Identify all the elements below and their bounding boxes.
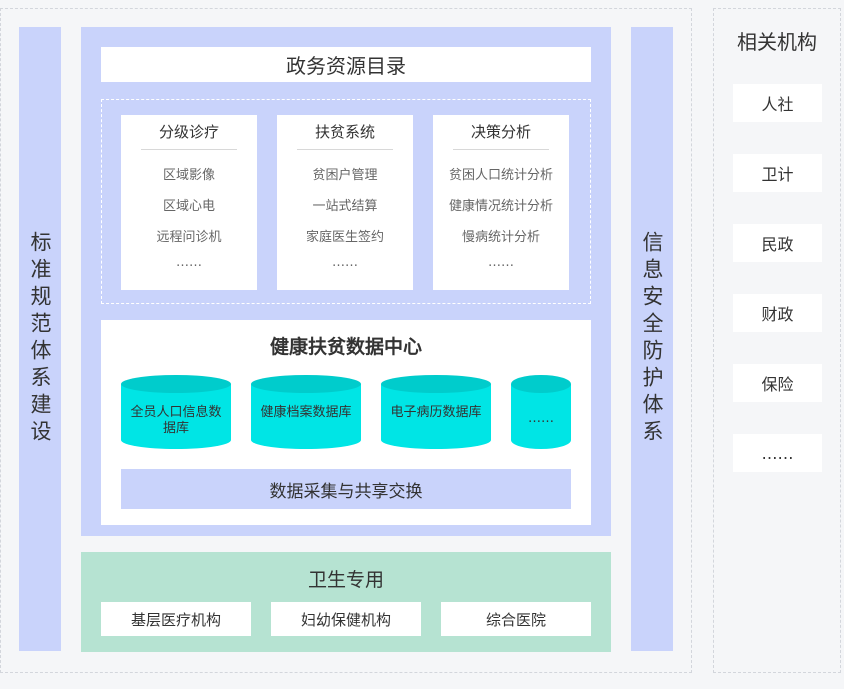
system-item: 区域心电 <box>162 199 215 214</box>
system-item: 家庭医生签约 <box>305 230 384 245</box>
system-title: 扶贫系统 <box>314 123 375 141</box>
divider <box>141 149 237 150</box>
divider <box>453 149 549 150</box>
cylinder-top <box>121 375 231 393</box>
systems-frame <box>101 99 591 304</box>
standards-bar: 标准规范体系建设 <box>19 27 61 651</box>
agencies-title: 相关机构 <box>737 30 817 54</box>
system-card: 扶贫系统 贫困户管理 一站式结算 家庭医生签约 …… <box>277 115 413 290</box>
security-bar: 信息安全防护体系 <box>631 27 673 651</box>
agency-item: 民政 <box>733 224 822 262</box>
system-item: 慢病统计分析 <box>461 230 540 245</box>
database-cylinder: 全员人口信息数据库 <box>121 375 231 449</box>
database-label: 全员人口信息数据库 <box>130 405 222 436</box>
system-card: 分级诊疗 区域影像 区域心电 远程问诊机 …… <box>121 115 257 290</box>
catalog-title: 政务资源目录 <box>101 47 591 82</box>
database-label: 电子病历数据库 <box>390 405 482 420</box>
security-label: 信息安全防护体系 <box>640 231 664 447</box>
system-item: 区域影像 <box>162 168 215 183</box>
cylinder-top <box>511 375 571 393</box>
standards-label: 标准规范体系建设 <box>28 231 52 447</box>
health-item: 妇幼保健机构 <box>271 602 421 636</box>
agency-item: …… <box>733 434 822 472</box>
database-label: 健康档案数据库 <box>260 405 352 420</box>
health-item: 基层医疗机构 <box>101 602 251 636</box>
database-cylinder: …… <box>511 375 571 449</box>
cylinder-body <box>511 384 571 440</box>
cylinder-body <box>381 384 491 440</box>
data-exchange: 数据采集与共享交换 <box>121 469 571 509</box>
cylinder-top <box>381 375 491 393</box>
system-title: 决策分析 <box>470 123 531 141</box>
database-label: …… <box>528 411 554 426</box>
cylinder-body <box>251 384 361 440</box>
database-cylinder: 电子病历数据库 <box>381 375 491 449</box>
system-title: 分级诊疗 <box>158 123 219 141</box>
agency-item: 卫计 <box>733 154 822 192</box>
system-card: 决策分析 贫困人口统计分析 健康情况统计分析 慢病统计分析 …… <box>433 115 569 290</box>
cylinder-body <box>121 384 231 440</box>
data-center-title: 健康扶贫数据中心 <box>269 336 422 358</box>
system-item: 贫困户管理 <box>312 168 378 183</box>
health-item: 综合医院 <box>441 602 591 636</box>
agency-item: 人社 <box>733 84 822 122</box>
health-title: 卫生专用 <box>307 569 384 591</box>
agency-item: 保险 <box>733 364 822 402</box>
database-cylinder: 健康档案数据库 <box>251 375 361 449</box>
system-item: 贫困人口统计分析 <box>448 168 553 183</box>
agency-item: 财政 <box>733 294 822 332</box>
main-frame <box>0 8 692 673</box>
agencies-frame <box>713 8 841 673</box>
system-item: 健康情况统计分析 <box>448 199 553 214</box>
system-item: 远程问诊机 <box>156 230 222 245</box>
divider <box>297 149 393 150</box>
system-item: …… <box>176 255 202 270</box>
system-item: …… <box>488 255 514 270</box>
cylinder-top <box>251 375 361 393</box>
system-item: 一站式结算 <box>312 199 378 214</box>
system-item: …… <box>332 255 358 270</box>
